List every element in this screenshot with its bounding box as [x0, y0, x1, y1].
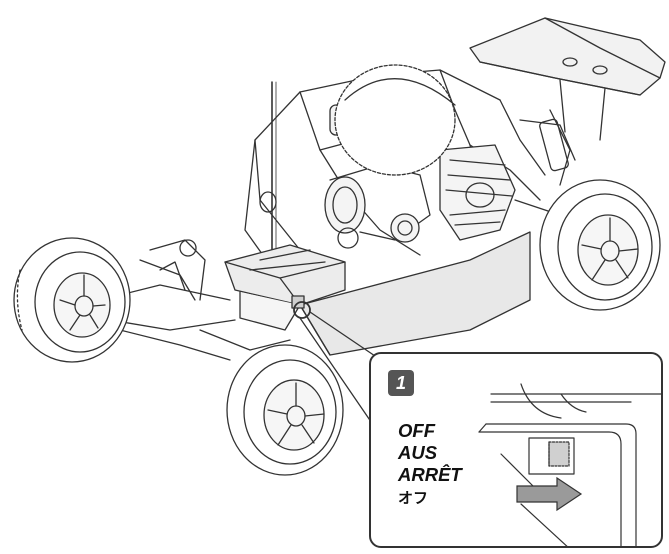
radio-box — [224, 244, 346, 331]
switch-detail — [478, 383, 661, 546]
front-left-wheel — [13, 237, 131, 363]
rear-left-wheel — [334, 64, 456, 176]
power-switch-icon — [528, 437, 575, 475]
label-ja: オフ — [398, 489, 429, 507]
switch-callout: 1 OFF AUS ARRÊT オフ — [369, 352, 663, 548]
rear-suspension — [514, 109, 591, 226]
label-fr: ARRÊT — [398, 464, 462, 485]
front-right-wheel — [226, 344, 344, 476]
engine — [259, 144, 516, 249]
front-suspension — [99, 239, 291, 361]
right-arrow-icon — [516, 476, 583, 512]
rear-wing — [469, 17, 666, 141]
body-shell — [299, 231, 531, 356]
switch-labels: OFF AUS ARRÊT オフ — [398, 420, 462, 509]
step-badge: 1 — [388, 370, 414, 396]
callout-leader — [293, 301, 379, 433]
rear-right-wheel — [539, 179, 661, 311]
label-en: OFF — [398, 420, 435, 441]
step-number: 1 — [395, 373, 406, 393]
label-de: AUS — [398, 442, 438, 463]
